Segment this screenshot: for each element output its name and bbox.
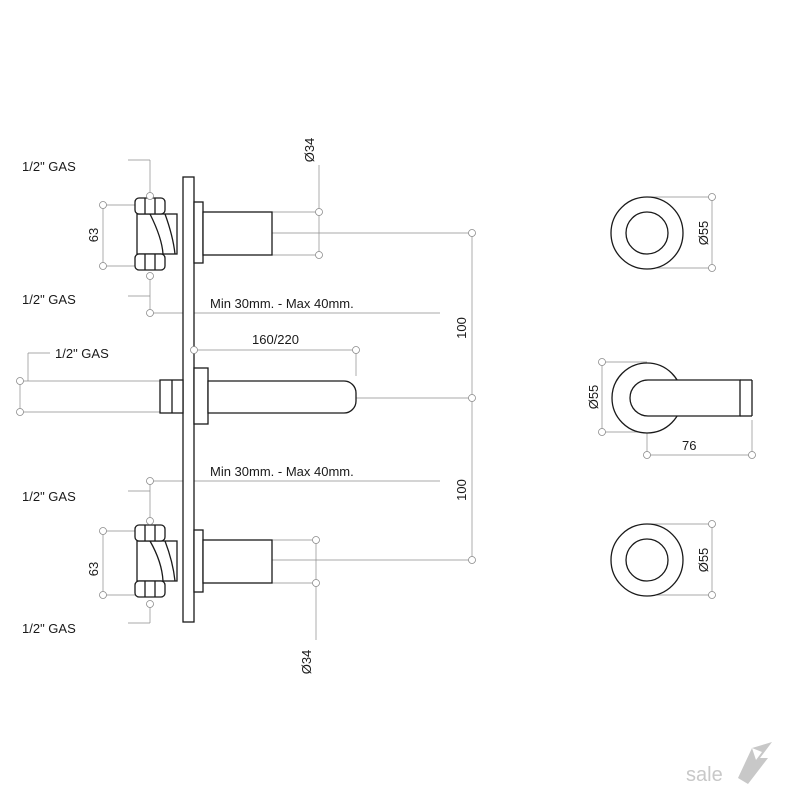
- dimension-node: [190, 346, 198, 354]
- dimension-node: [16, 408, 24, 416]
- gas-label-top-lower: 1/2" GAS: [22, 292, 76, 307]
- dimension-node: [146, 272, 154, 280]
- faucet-side-view: [134, 176, 357, 623]
- watermark-text: sale: [686, 764, 723, 786]
- dimension-node: [146, 600, 154, 608]
- dimension-node: [146, 192, 154, 200]
- handle-lever-view: [611, 362, 753, 434]
- dimension-node: [598, 358, 606, 366]
- dimension-node: [315, 251, 323, 259]
- gas-label-top-upper: 1/2" GAS: [22, 159, 76, 174]
- dimension-node: [468, 394, 476, 402]
- spout-length-label: 160/220: [252, 332, 299, 347]
- min-max-label-bottom: Min 30mm. - Max 40mm.: [210, 464, 354, 479]
- dimension-labels: 1/2" GAS 1/2" GAS 1/2" GAS 1/2" GAS 1/2"…: [22, 138, 711, 675]
- wall-plate: [182, 176, 195, 623]
- dimension-node: [146, 477, 154, 485]
- dimension-node: [146, 517, 154, 525]
- dimension-node: [708, 264, 716, 272]
- dimension-node: [598, 428, 606, 436]
- dimension-node: [99, 201, 107, 209]
- dimension-node: [312, 579, 320, 587]
- min-max-label-top: Min 30mm. - Max 40mm.: [210, 296, 354, 311]
- dimension-node: [708, 520, 716, 528]
- dimension-node: [99, 262, 107, 270]
- dimension-node: [16, 377, 24, 385]
- dim-63-top: 63: [86, 228, 101, 242]
- spout: [159, 367, 357, 425]
- dim-34-bottom: Ø34: [299, 650, 314, 675]
- bird-logo: [738, 742, 772, 784]
- handle-bottom-view: [610, 523, 684, 597]
- handle-top-diameter: Ø55: [696, 221, 711, 246]
- dim-34-top: Ø34: [302, 138, 317, 163]
- handle-top-view: [610, 196, 684, 270]
- dimension-node: [352, 346, 360, 354]
- bottom-valve: [134, 524, 273, 598]
- dim-63-bottom: 63: [86, 562, 101, 576]
- watermark: sale: [686, 742, 772, 786]
- dimension-node: [708, 591, 716, 599]
- top-valve: [134, 197, 273, 271]
- dimension-node: [643, 451, 651, 459]
- handle-bottom-diameter: Ø55: [696, 548, 711, 573]
- dimension-node: [99, 527, 107, 535]
- dimension-nodes: [16, 192, 756, 608]
- gas-label-bottom-lower: 1/2" GAS: [22, 621, 76, 636]
- handle-mid-length: 76: [682, 438, 696, 453]
- dimension-node: [468, 229, 476, 237]
- gas-label-middle: 1/2" GAS: [55, 346, 109, 361]
- dim-100-upper: 100: [454, 317, 469, 339]
- gas-label-bottom-upper: 1/2" GAS: [22, 489, 76, 504]
- dimension-node: [315, 208, 323, 216]
- dimension-node: [468, 556, 476, 564]
- dimension-node: [99, 591, 107, 599]
- dimension-node: [312, 536, 320, 544]
- dimension-node: [748, 451, 756, 459]
- dimension-node: [146, 309, 154, 317]
- dimension-node: [708, 193, 716, 201]
- handle-mid-diameter: Ø55: [586, 385, 601, 410]
- dim-100-lower: 100: [454, 479, 469, 501]
